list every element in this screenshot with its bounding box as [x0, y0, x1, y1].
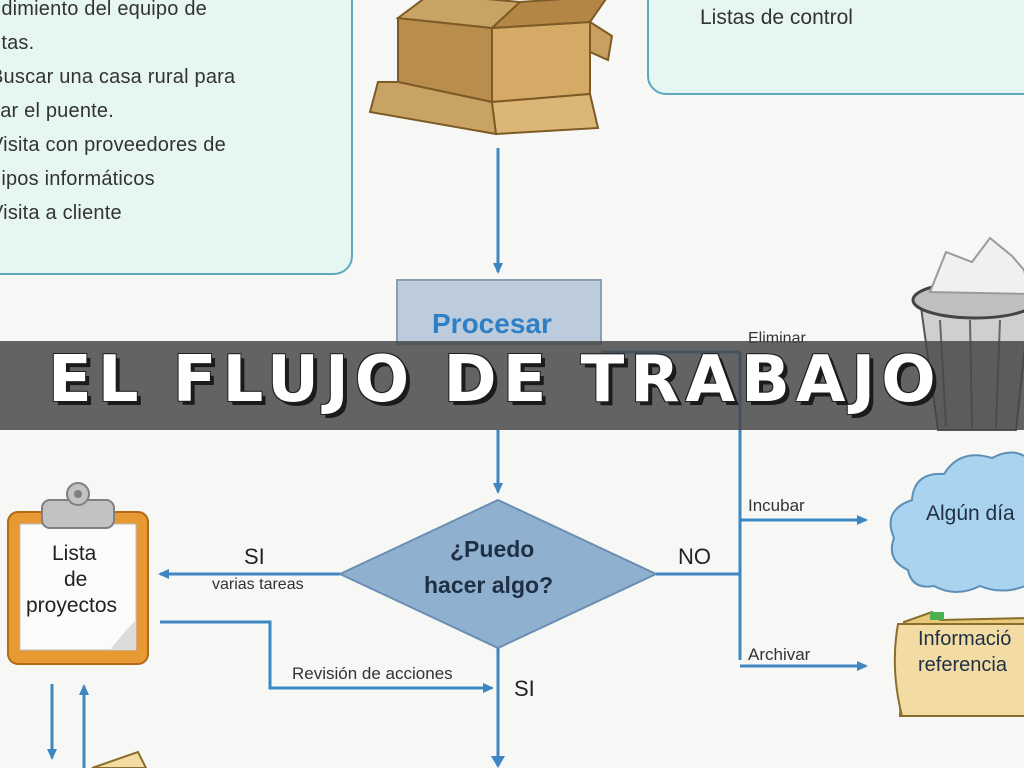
procesar-box — [396, 279, 602, 345]
notes-item: Buscar una casa rural para — [0, 66, 236, 88]
notes-item: ntas. — [0, 32, 35, 54]
lists-card — [647, 0, 1024, 95]
notes-list: ndimiento del equipo de ntas. Buscar una… — [0, 0, 235, 230]
lists-card-item: Listas de control — [700, 6, 853, 29]
edge-label-incubar: Incubar — [748, 496, 805, 515]
notes-item: sar el puente. — [0, 100, 114, 122]
edge-label-varias-tareas: varias tareas — [212, 576, 304, 593]
notes-item: ndimiento del equipo de — [0, 0, 207, 20]
notes-item: uipos informáticos — [0, 168, 155, 190]
edge-label-no: NO — [678, 544, 711, 569]
title-banner — [0, 341, 1024, 430]
edge-label-si-bottom: SI — [514, 676, 535, 701]
edge-label-archivar: Archivar — [748, 645, 811, 664]
proyectos-label-line1: Lista — [52, 542, 97, 565]
proyectos-label-line2: de — [64, 568, 88, 591]
inbox-box-icon — [368, 0, 614, 136]
notes-card — [0, 0, 353, 275]
notes-item: Visita con proveedores de — [0, 134, 226, 156]
edge-label-revision: Revisión de acciones — [292, 664, 453, 683]
arrow-revision — [160, 620, 494, 693]
notes-item: Visita a cliente — [0, 202, 122, 224]
proyectos-label-line3: proyectos — [26, 594, 118, 617]
reference-folder-icon — [893, 610, 1024, 717]
bottom-folder-icon — [91, 750, 148, 768]
referencia-label-line1: Informació — [918, 628, 1012, 650]
banner-title: EL FLUJO DE TRABAJO — [48, 343, 942, 417]
edge-label-si-left: SI — [244, 544, 265, 569]
algun-dia-label: Algún día — [926, 502, 1015, 525]
algun-dia-cloud — [889, 451, 1024, 593]
procesar-label: Procesar — [432, 308, 552, 339]
referencia-label-line2: referencia — [918, 654, 1007, 676]
decision-label-line1: ¿Puedo — [450, 536, 535, 562]
clipboard-icon — [7, 482, 149, 665]
decision-label-line2: hacer algo? — [424, 572, 554, 598]
